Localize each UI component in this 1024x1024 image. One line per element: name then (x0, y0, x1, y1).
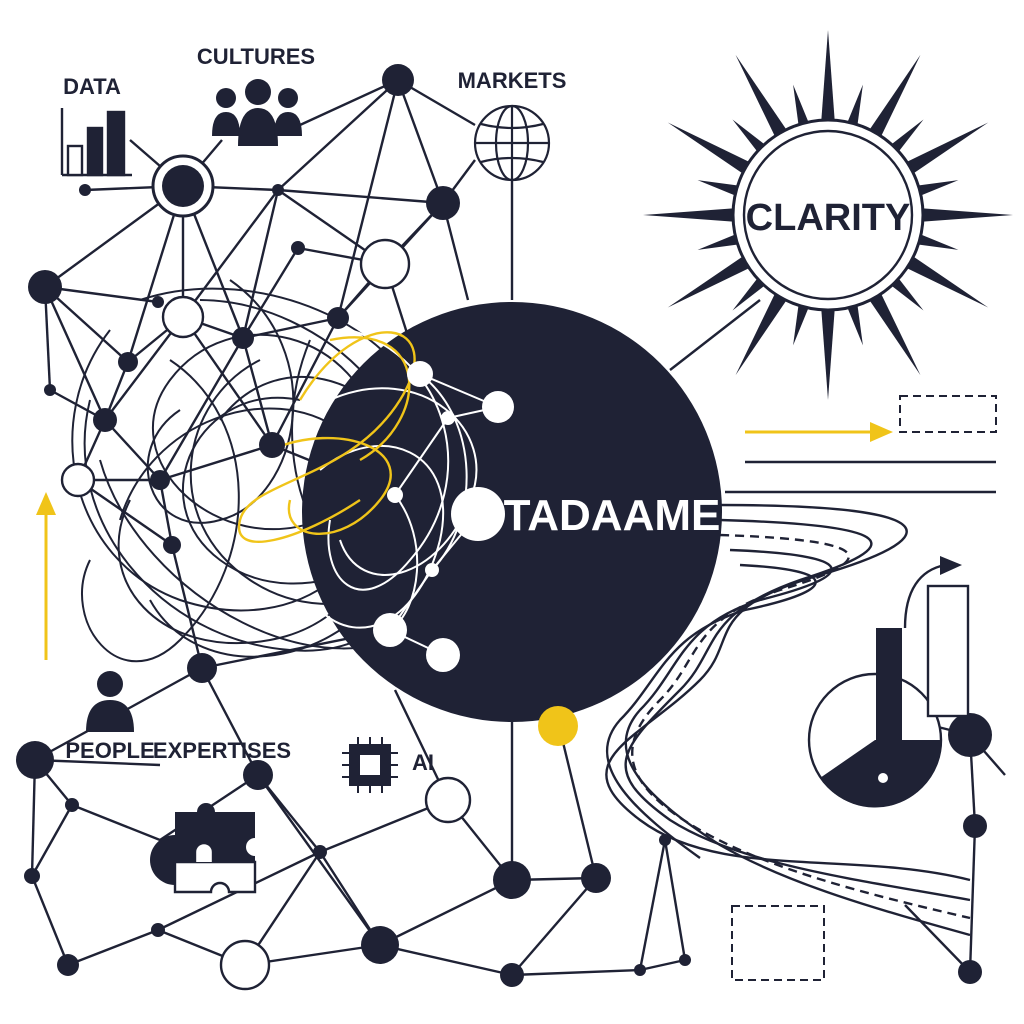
sun-ray (667, 254, 752, 308)
sun-ray (867, 291, 921, 376)
network-node (163, 536, 181, 554)
network-node (451, 487, 505, 541)
network-node (44, 384, 56, 396)
sun-ray (915, 180, 959, 197)
network-node (359, 238, 411, 290)
network-node (493, 861, 531, 899)
network-nodes (16, 64, 992, 991)
network-node (150, 470, 170, 490)
network-node (426, 638, 460, 672)
cultures-label: CULTURES (197, 44, 315, 69)
data-label: DATA (63, 74, 121, 99)
network-node (373, 613, 407, 647)
network-node (243, 760, 273, 790)
network-node (387, 487, 403, 503)
network-node (948, 713, 992, 757)
network-node (500, 963, 524, 987)
sun-ray (915, 233, 959, 250)
network-node (327, 307, 349, 329)
clarity-label: CLARITY (746, 197, 911, 239)
network-node (291, 241, 305, 255)
dashed-placeholder-box (899, 395, 997, 433)
network-node (424, 776, 472, 824)
sun-ray (889, 119, 924, 154)
network-node (28, 270, 62, 304)
sun-ray (867, 54, 921, 139)
network-node (161, 295, 205, 339)
network-node (187, 653, 217, 683)
network-node (482, 391, 514, 423)
sun-icon (643, 30, 1013, 400)
network-node (958, 960, 982, 984)
people-label: PEOPLE (65, 738, 154, 763)
right-arrow-icon (745, 422, 893, 442)
network-node (151, 923, 165, 937)
network-node (963, 814, 987, 838)
network-node (259, 432, 285, 458)
sun-ray (793, 302, 810, 346)
ai-label: AI (412, 750, 434, 775)
sun-ray (697, 180, 741, 197)
sun-ray (889, 276, 924, 311)
network-node (313, 845, 327, 859)
network-node (425, 563, 439, 577)
network-node (407, 361, 433, 387)
sun-ray (732, 276, 767, 311)
sun-ray (904, 254, 989, 308)
network-node (441, 411, 455, 425)
bar-chart-icon (60, 108, 132, 177)
sun-ray (919, 208, 1013, 222)
network-node (118, 352, 138, 372)
network-node (16, 741, 54, 779)
network-node (272, 184, 284, 196)
sun-ray (697, 233, 741, 250)
sun-ray (821, 306, 835, 400)
sun-ray (793, 84, 810, 128)
growth-chart-icon (807, 556, 970, 808)
sun-ray (846, 302, 863, 346)
network-node (219, 939, 271, 991)
network-node (60, 462, 96, 498)
network-node (232, 327, 254, 349)
network-node (426, 186, 460, 220)
sun-ray (846, 84, 863, 128)
chip-icon (342, 737, 398, 793)
sun-ray (667, 122, 752, 176)
network-node (79, 184, 91, 196)
network-node (679, 954, 691, 966)
network-node (581, 863, 611, 893)
sun-ray (643, 208, 737, 222)
sun-ray (732, 119, 767, 154)
network-node (93, 408, 117, 432)
network-node (24, 868, 40, 884)
accent-node (538, 706, 578, 746)
dashed-placeholder-box (731, 905, 825, 981)
sun-ray (735, 291, 789, 376)
globe-icon (473, 104, 551, 182)
sun-ray (735, 54, 789, 139)
up-arrow-icon (36, 492, 56, 660)
puzzle-icon (150, 803, 257, 894)
expertises-label: EXPERTISES (153, 738, 291, 763)
track-lines (725, 460, 996, 494)
network-node (361, 926, 399, 964)
person-icon (86, 671, 134, 732)
network-node (152, 296, 164, 308)
network-node (634, 964, 646, 976)
network-node (65, 798, 79, 812)
markets-label: MARKETS (458, 68, 567, 93)
winding-road (605, 503, 971, 937)
sun-ray (821, 30, 835, 124)
network-node (57, 954, 79, 976)
center-label: TADAAME (504, 491, 721, 540)
center-hub (302, 302, 722, 722)
sun-ray (904, 122, 989, 176)
network-node (382, 64, 414, 96)
people-group-icon (212, 79, 302, 146)
